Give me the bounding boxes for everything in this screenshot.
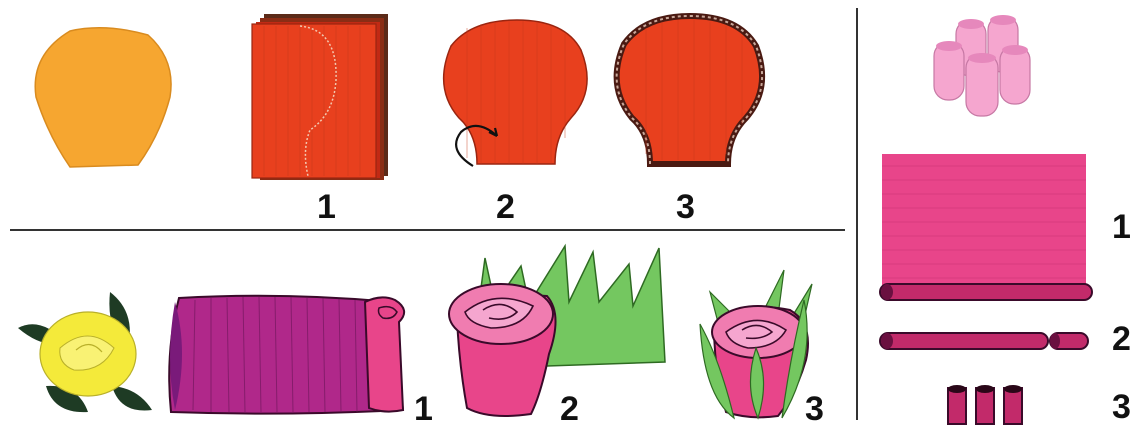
top-step-2: 2 [496,190,515,224]
bottom-step-3: 3 [805,392,824,426]
pink-roll-bundle-icon [926,10,1036,122]
cut-petal-shape-icon [437,18,597,178]
bottom-step-1: 1 [414,392,433,426]
top-step-1: 1 [317,190,336,224]
right-step-3: 3 [1112,390,1131,424]
right-step-1: 1 [1112,210,1131,244]
folded-paper-stack-icon [252,10,392,180]
magenta-crepe-roll-icon [165,292,415,416]
cut-pink-tube-icon [878,330,1094,352]
three-pink-tubes-icon [944,384,1034,424]
horizontal-divider [10,229,845,231]
curled-edge-petal-icon [610,14,770,178]
right-step-2: 2 [1112,322,1131,356]
vertical-divider [856,8,858,420]
yellow-rose-with-leaves-icon [10,288,160,418]
rose-bud-with-leaf-strip-icon [437,244,677,422]
finished-orange-petal-icon [30,25,180,175]
pink-crepe-sheet-icon [878,152,1096,312]
top-step-3: 3 [676,190,695,224]
bottom-step-2: 2 [560,392,579,426]
